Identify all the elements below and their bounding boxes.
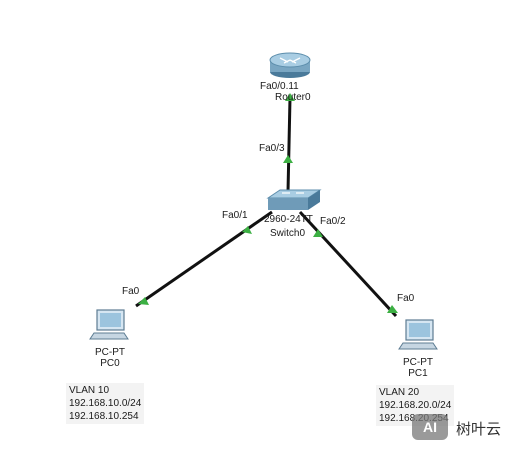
cable-switch-pc1[interactable] xyxy=(298,210,398,318)
port-label-pc0-fa0: Fa0 xyxy=(122,286,140,297)
pc0-name-label: PC0 xyxy=(100,358,120,369)
note-vlan20-network: 192.168.20.0/24 xyxy=(379,400,452,411)
link-status-router-down xyxy=(285,93,295,101)
link-status-switch-fa02 xyxy=(313,229,323,237)
switch-model-label: 2960-24TT xyxy=(264,214,313,225)
switch-name-label: Switch0 xyxy=(270,228,306,239)
cable-router-switch[interactable] xyxy=(286,97,292,193)
note-vlan10-gateway: 192.168.10.254 xyxy=(69,411,139,422)
link-status-switch-fa01 xyxy=(242,226,252,234)
router-name-label: Router0 xyxy=(275,92,311,103)
watermark: AI 树叶云 xyxy=(412,412,512,442)
port-label-fa02: Fa0/2 xyxy=(320,216,346,227)
link-status-pc0 xyxy=(138,297,149,305)
pc1-type-label: PC-PT xyxy=(403,357,433,368)
note-vlan20-title: VLAN 20 xyxy=(379,387,420,398)
link-status-switch-up xyxy=(283,155,293,163)
pc1-name-label: PC1 xyxy=(408,368,428,379)
watermark-text: 树叶云 xyxy=(456,420,502,438)
switch-icon[interactable] xyxy=(266,189,322,210)
pc1-icon[interactable] xyxy=(398,319,438,350)
link-status-pc1 xyxy=(387,305,398,313)
router-port-label: Fa0/0.11 xyxy=(260,81,299,92)
pc0-icon[interactable] xyxy=(89,309,129,340)
router-icon[interactable] xyxy=(269,52,311,78)
port-label-fa03: Fa0/3 xyxy=(259,143,285,154)
note-vlan10-network: 192.168.10.0/24 xyxy=(69,398,142,409)
note-vlan20[interactable]: VLAN 20 192.168.20.0/24 192.168.20.254 xyxy=(376,385,455,426)
port-label-fa01: Fa0/1 xyxy=(222,210,248,221)
watermark-logo-icon: AI xyxy=(412,414,448,440)
port-label-pc1-fa0: Fa0 xyxy=(397,293,415,304)
note-vlan10[interactable]: VLAN 10 192.168.10.0/24 192.168.10.254 xyxy=(66,383,145,424)
note-vlan10-title: VLAN 10 xyxy=(69,385,110,396)
cable-switch-pc0[interactable] xyxy=(135,210,273,308)
pc0-type-label: PC-PT xyxy=(95,347,125,358)
